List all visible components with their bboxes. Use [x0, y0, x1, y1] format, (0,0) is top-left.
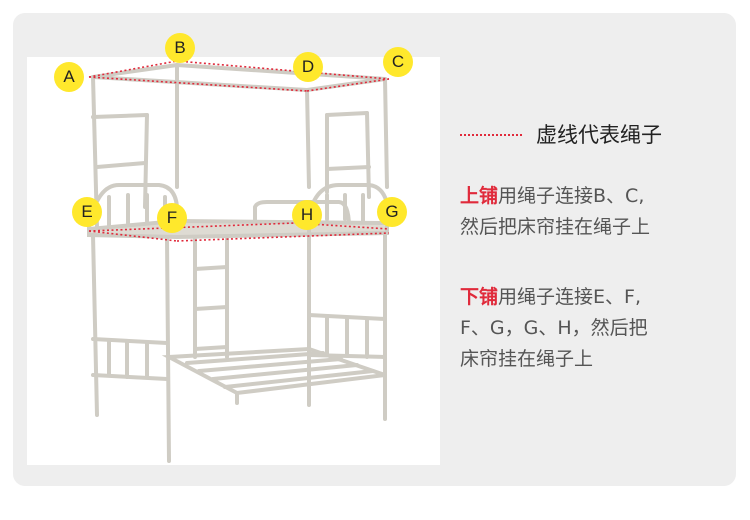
lower-line-1: 下铺用绳子连接E、F,	[460, 282, 648, 313]
bunk-bed-illustration	[87, 60, 391, 463]
lower-line-2: F、G，G、H，然后把	[460, 317, 648, 339]
upper-bunk-label: 上铺	[460, 185, 499, 207]
lower-line-3: 床帘挂在绳子上	[460, 348, 594, 370]
marker-f: F	[157, 203, 187, 233]
bunk-bed-photo: A B C D E F G H	[27, 33, 440, 465]
lower-line-1-text: 用绳子连接E、F,	[498, 286, 641, 308]
dotted-line-sample	[460, 134, 522, 136]
marker-e: E	[72, 197, 102, 227]
upper-bunk-instructions: 上铺用绳子连接B、C, 然后把床帘挂在绳子上	[460, 181, 650, 243]
marker-b: B	[165, 33, 195, 63]
upper-line-1-text: 用绳子连接B、C,	[498, 185, 645, 207]
legend-text: 虚线代表绳子	[536, 123, 662, 147]
lower-bunk-label: 下铺	[460, 286, 499, 308]
marker-h: H	[292, 200, 322, 230]
upper-line-1: 上铺用绳子连接B、C,	[460, 181, 650, 212]
lower-bunk-instructions: 下铺用绳子连接E、F, F、G，G、H，然后把 床帘挂在绳子上	[460, 282, 648, 375]
marker-g: G	[377, 197, 407, 227]
upper-line-2: 然后把床帘挂在绳子上	[460, 216, 651, 238]
marker-a: A	[54, 62, 84, 92]
marker-c: C	[383, 47, 413, 77]
marker-d: D	[293, 52, 323, 82]
